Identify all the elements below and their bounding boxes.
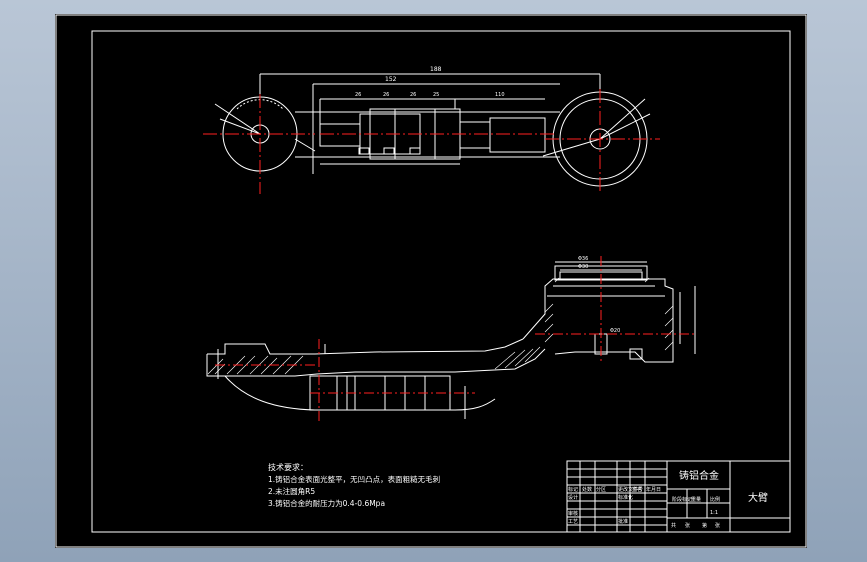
dim-overall-length: 188	[430, 66, 442, 73]
scale-label: 比例	[710, 496, 720, 503]
cell-weight: 重量	[691, 496, 701, 503]
technical-requirements: 技术要求： 1.铸铝合金表面光整平，无凹凸点，表面粗糙无毛刺 2.未注圆角R5 …	[268, 462, 440, 508]
cell-design: 设计	[568, 494, 578, 501]
inner-frame	[91, 30, 791, 533]
dim-side-width-2: Φ30	[578, 264, 588, 270]
cell-approve: 批准	[618, 518, 628, 525]
drawing-sheet: 188 152 26 26 26 25 110	[55, 14, 807, 548]
outer-border	[55, 14, 807, 548]
cad-drawing: 188 152 26 26 26 25 110	[55, 14, 807, 548]
dim-length-4: 25	[433, 92, 439, 98]
title-block	[566, 460, 791, 533]
section-hatching	[207, 277, 674, 375]
top-center-lines	[203, 89, 660, 194]
top-view	[214, 73, 651, 187]
tech-req-heading: 技术要求：	[268, 462, 308, 472]
cell-sheets-2: 张	[715, 522, 720, 529]
cell-stage-mark: 阶段标记	[672, 496, 692, 503]
part-name: 大臂	[748, 491, 768, 504]
cell-mark: 标记	[568, 486, 578, 493]
cell-total: 共	[671, 522, 676, 529]
dim-length-2: 26	[383, 92, 389, 98]
tech-req-item-3: 3.铸铝合金的耐压力为0.4-0.6Mpa	[268, 498, 385, 508]
cell-sheets: 张	[685, 522, 690, 529]
dim-center-distance: 152	[385, 76, 397, 83]
section-center-lines	[215, 256, 695, 424]
cell-date: 年月日	[646, 486, 661, 493]
material-label: 铸铝合金	[679, 469, 719, 482]
dim-length-1: 26	[355, 92, 361, 98]
dim-side-width-3: Φ20	[610, 328, 620, 334]
cell-change-doc: 更改文件号	[618, 486, 643, 493]
dim-length-5: 110	[495, 92, 505, 98]
cell-standard: 标准化	[618, 494, 633, 501]
cell-review: 审核	[568, 510, 578, 517]
cell-process: 工艺	[568, 519, 578, 525]
cell-zone: 分区	[596, 486, 606, 493]
cell-page: 第	[702, 522, 707, 529]
section-view	[206, 261, 696, 419]
tech-req-item-1: 1.铸铝合金表面光整平，无凹凸点，表面粗糙无毛刺	[268, 474, 440, 484]
cell-count: 处数	[582, 486, 592, 493]
scale-value: 1:1	[710, 510, 718, 516]
title-block-text: 铸铝合金 大臂 阶段标记 重量 比例 1:1 共 张 第 张 标记 处数 分区 …	[568, 469, 768, 529]
dim-length-3: 26	[410, 92, 416, 98]
cell-signature: 签名	[632, 486, 642, 493]
dim-side-width-1: Φ36	[578, 256, 588, 262]
tech-req-item-2: 2.未注圆角R5	[268, 486, 315, 496]
